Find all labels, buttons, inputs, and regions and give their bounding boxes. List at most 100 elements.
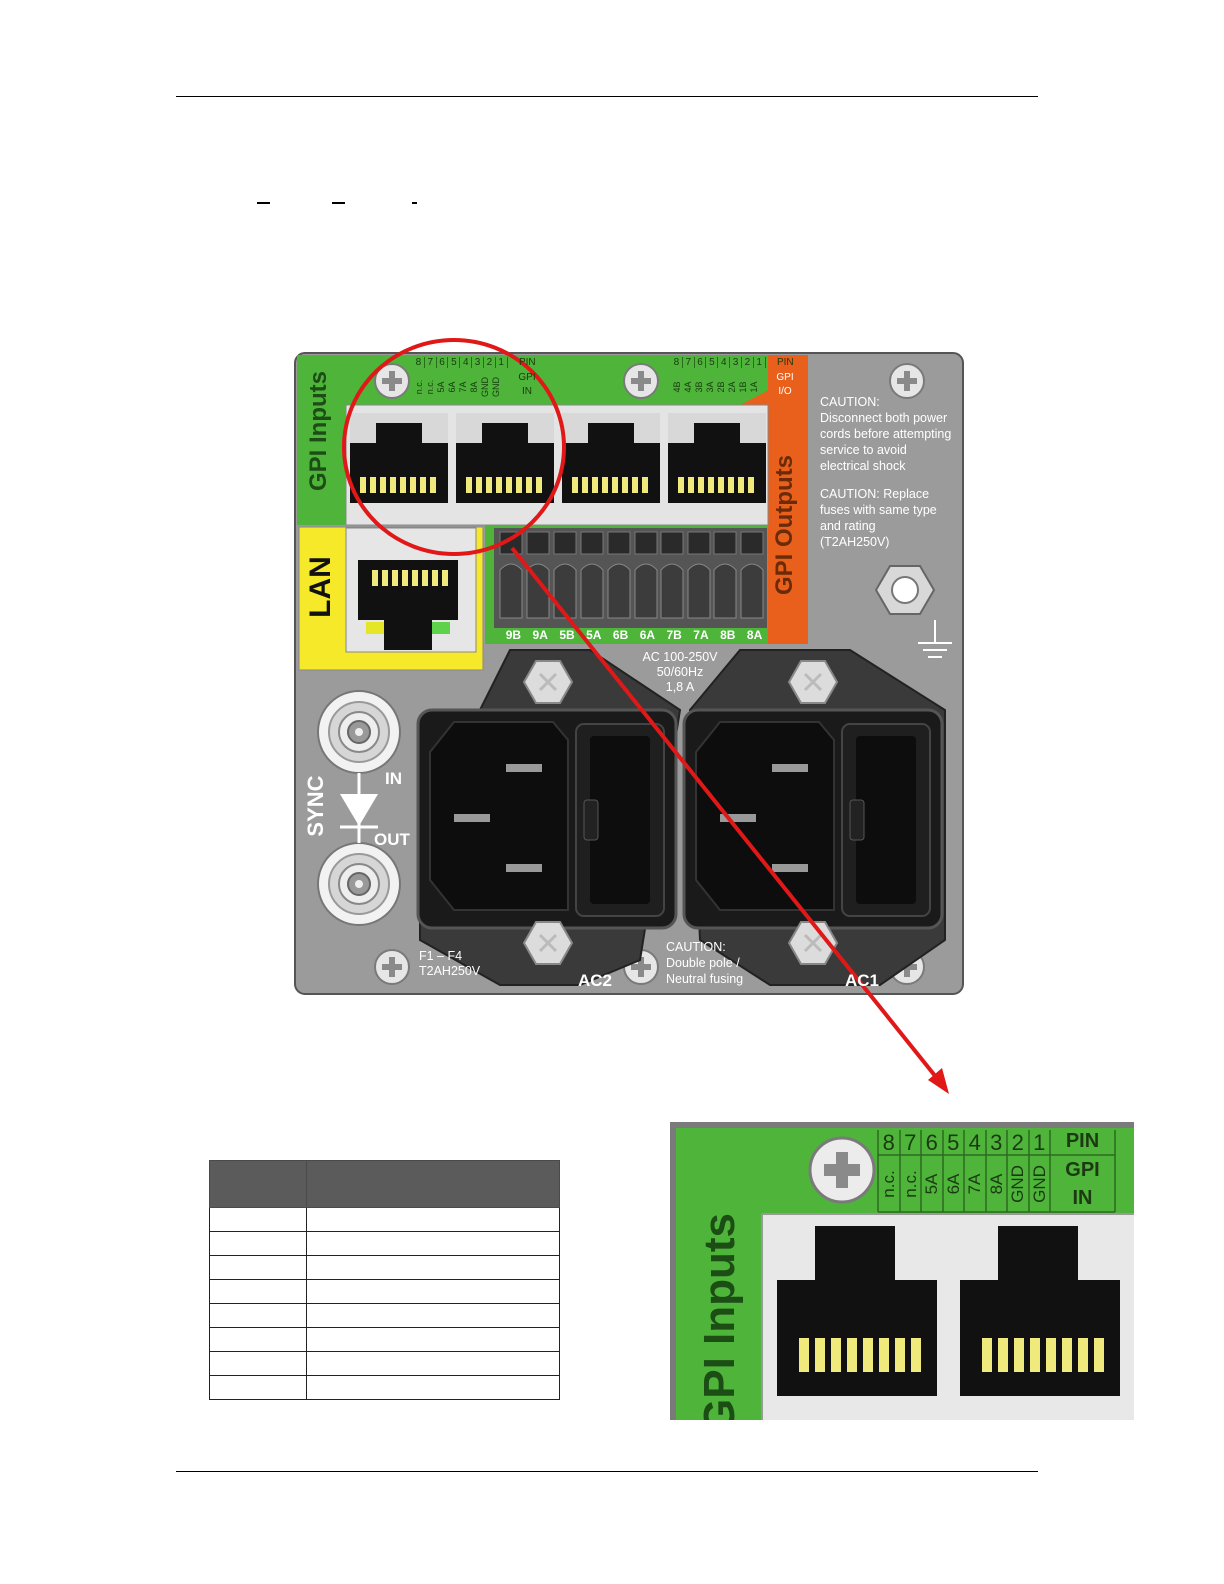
lan-label: LAN [304,556,337,618]
signal-label: GND [1029,1165,1049,1203]
caution-line: Neutral fusing [666,972,744,986]
table-header-cell [306,1160,560,1208]
gpi-outputs-label: GPI Outputs [771,455,798,595]
pin-header: PIN [518,357,536,368]
dash-mark [332,202,345,204]
signal-label: 3A [705,381,715,393]
table-row [209,1279,560,1304]
terminal-label: 7A [693,628,709,642]
zoom-pin-numbers: 8 7 6 5 4 3 2 1 PIN [878,1130,1115,1156]
table-cell [306,1303,560,1328]
gpi-io-pin-table: 8 7 6 5 4 3 2 1 PIN 4B 4A 3B 3A 2B 2A 1B… [671,357,805,403]
signal-label: GND [1008,1165,1027,1203]
table-cell [209,1279,307,1304]
pin-number: 4 [968,1130,981,1155]
dash-mark [412,202,417,204]
pin-header: GPI [518,372,536,383]
gpi-in-pin-table: 8 7 6 5 4 3 2 1 PIN n.c. n.c. 5A 6A 7A 8… [413,357,547,403]
signal-label: 6A [447,381,457,393]
rating-line: AC 100-250V [642,650,718,664]
pin-number: 6 [695,357,707,368]
rating-line: 1,8 A [665,680,695,694]
table-row [209,1375,560,1400]
terminal-label: 5B [559,628,575,642]
fuse-label: F1 – F4 T2AH250V [419,949,480,979]
signal-label: 3B [694,381,704,393]
header-rule [176,96,1038,97]
caution-line: electrical shock [820,459,906,473]
gpi-inputs-zoom: GPI Inputs 8 7 6 5 4 3 2 1 PIN n.c. n.c.… [670,1122,1134,1420]
table-header-row [209,1160,560,1208]
pin-number: 7 [904,1130,917,1155]
signal-label: 8A [469,381,479,393]
sync-in-label: IN [385,769,402,788]
ac1-label: AC1 [845,971,880,990]
pin-number: 2 [1011,1130,1024,1155]
terminal-label: 8B [720,628,736,642]
table-row [209,1255,560,1280]
fuse-line: F1 – F4 [419,949,463,963]
table-cell [306,1279,560,1304]
pin-number: 5 [947,1130,960,1155]
signal-label: 2B [716,381,726,393]
table-cell [306,1207,560,1232]
signal-label: 4B [672,381,682,393]
table-cell [209,1351,307,1376]
signal-label: n.c. [879,1170,898,1198]
terminal-label: 9B [505,628,522,642]
table-cell [209,1303,307,1328]
pin-number: 3 [730,357,742,368]
table-cell [306,1351,560,1376]
pin-number: 7 [425,357,437,368]
terminal-label: 6B [612,628,629,642]
table-cell [306,1255,560,1280]
gpi-inputs-label: GPI Inputs [305,371,332,491]
pin-number: 3 [990,1130,1003,1155]
caution-fuses: CAUTION: Replace fuses with same type an… [820,486,937,550]
pin-number: 1 [1033,1130,1046,1155]
caution-line: CAUTION: [666,940,726,954]
signal-label: 5A [436,381,446,393]
ac-rating: AC 100-250V 50/60Hz 1,8 A [620,650,740,695]
pin-assignment-table [209,1160,560,1400]
pin-number: 2 [742,357,754,368]
pin-header: GPI [1065,1159,1100,1181]
sync-label: SYNC [303,775,328,837]
caution-line: service to avoid [820,443,907,457]
zoom-pin-header-sub: GPI IN [1050,1156,1115,1212]
pin-number: 1 [754,357,766,368]
footer-rule [176,1471,1038,1472]
terminal-label: 6A [639,628,656,642]
signal-label: GND [480,377,490,397]
terminal-label: 8A [746,628,763,642]
terminal-labels: 9B 9A 5B 5A 6B 6A 7B 7A 8B 8A [500,628,768,642]
signal-label: n.c. [425,379,435,395]
caution-disconnect: CAUTION: Disconnect both power cords bef… [820,394,951,474]
caution-line: Disconnect both power [820,411,948,425]
pin-number: 4 [460,357,473,368]
pin-number: 7 [683,357,695,368]
fuse-line: T2AH250V [419,964,481,978]
table-row [209,1327,560,1352]
table-cell [209,1375,307,1400]
pin-header: PIN [1065,1130,1100,1152]
pin-number: 6 [437,357,449,368]
pin-header-sub: GPI I/O [765,371,805,399]
signal-label: 7A [965,1173,984,1195]
zoom-signals: n.c. n.c. 5A 6A 7A 8A GND GND [878,1156,1050,1212]
pin-number: 8 [413,357,425,368]
signal-label: 7A [458,381,468,393]
pin-number: 2 [484,357,496,368]
ac2-label: AC2 [578,971,613,990]
signal-label: 5A [922,1173,941,1195]
signal-label: 1B [738,381,748,393]
caution-line: CAUTION: [820,395,880,409]
table-cell [306,1231,560,1256]
table-cell [306,1375,560,1400]
table-row [209,1351,560,1376]
dash-mark [257,202,270,204]
pin-number: 8 [671,357,683,368]
table-row [209,1207,560,1232]
caution-line: CAUTION: Replace [820,487,930,501]
